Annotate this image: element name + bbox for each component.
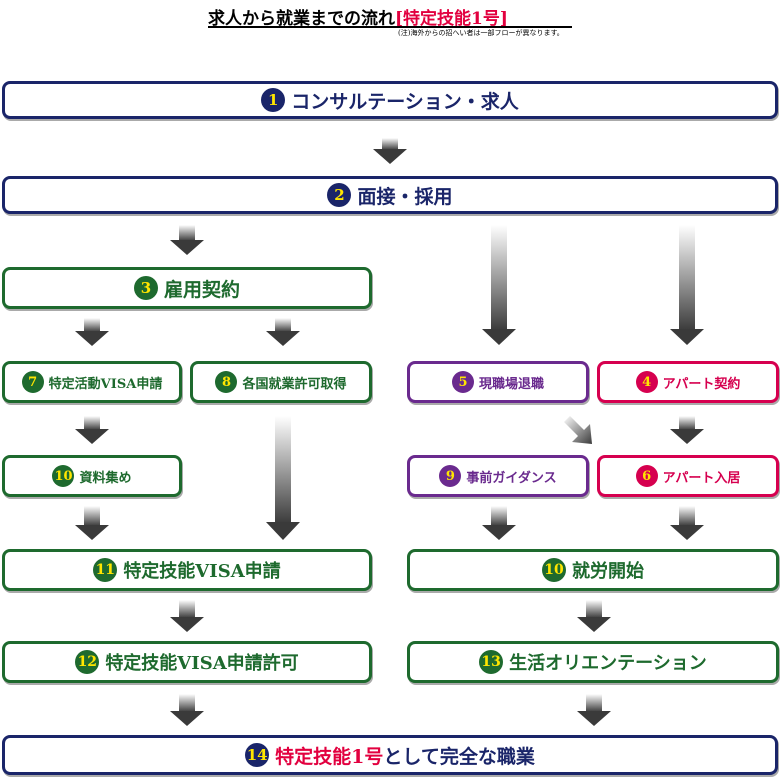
down-arrow-long	[266, 416, 300, 540]
step-10-document-collection: 10 資料集め	[2, 455, 182, 497]
down-arrow	[170, 225, 204, 255]
step-label: 現職場退職	[478, 376, 544, 392]
page-title: 求人から就業までの流れ[特定技能1号]	[208, 4, 568, 29]
step-6-apartment-move-in: 6 アパート入居	[597, 455, 779, 497]
step-number-badge: 3	[133, 276, 158, 300]
title-note: (注)海外からの招へい者は一部フローが異なります。	[398, 29, 564, 37]
title-main: 求人から就業までの流れ	[208, 9, 395, 29]
title-underline	[208, 26, 572, 28]
step-label: 資料集め	[79, 470, 132, 486]
step-9-pre-guidance: 9 事前ガイダンス	[407, 455, 589, 497]
step-12-visa-approval: 12 特定技能VISA申請許可	[2, 641, 372, 683]
down-arrow-long	[670, 225, 704, 345]
step-2-interview: 2 面接・採用	[2, 176, 778, 214]
step-number-badge: 13	[479, 650, 504, 674]
diagonal-arrow	[564, 416, 592, 444]
step-1-consultation: 1 コンサルテーション・求人	[2, 81, 778, 119]
step-number-badge: 8	[215, 371, 238, 393]
step-label: 生活オリエンテーション	[509, 653, 707, 674]
step-label: アパート契約	[662, 376, 741, 392]
down-arrow	[75, 318, 109, 346]
down-arrow-long	[482, 225, 516, 345]
down-arrow	[170, 694, 204, 726]
title-highlight: [特定技能1号]	[395, 9, 508, 29]
down-arrow	[75, 416, 109, 444]
down-arrow	[577, 600, 611, 632]
step-number-badge: 10	[542, 558, 566, 582]
down-arrow	[482, 506, 516, 540]
step-8-work-permit: 8 各国就業許可取得	[190, 361, 372, 403]
step-10-start-work: 10 就労開始	[407, 549, 779, 591]
down-arrow	[170, 600, 204, 632]
step-label: 雇用契約	[163, 278, 240, 301]
step-label: 特定活動VISA申請	[48, 376, 163, 392]
step-number-badge: 5	[451, 371, 474, 393]
down-arrow	[670, 416, 704, 444]
step-label: アパート入居	[662, 470, 741, 486]
step-number-badge: 10	[52, 465, 75, 487]
down-arrow	[577, 694, 611, 726]
down-arrow	[75, 506, 109, 540]
step-number-badge: 2	[327, 183, 352, 207]
step-3-employment-contract: 3 雇用契約	[2, 267, 372, 309]
step-11-visa-application: 11 特定技能VISA申請	[2, 549, 372, 591]
step-13-life-orientation: 13 生活オリエンテーション	[407, 641, 779, 683]
step-number-badge: 12	[75, 650, 100, 674]
step-label: 面接・採用	[357, 185, 453, 208]
down-arrow	[670, 506, 704, 540]
step-number-badge: 11	[93, 558, 118, 582]
step-label: 事前ガイダンス	[466, 470, 557, 486]
step-number-badge: 7	[21, 371, 44, 393]
step-label: コンサルテーション・求人	[291, 90, 519, 113]
step-number-badge: 6	[635, 465, 658, 487]
step-label: 特定技能VISA申請許可	[105, 653, 299, 674]
step-label: 就労開始	[572, 561, 644, 582]
step-7-visa-application: 7 特定活動VISA申請	[2, 361, 182, 403]
step-number-badge: 14	[245, 743, 270, 767]
step-label-highlight: 特定技能1号	[275, 745, 384, 768]
down-arrow	[266, 318, 300, 346]
step-label: 各国就業許可取得	[242, 376, 347, 392]
step-label: 特定技能VISA申請	[123, 561, 281, 582]
step-number-badge: 4	[635, 371, 658, 393]
step-number-badge: 1	[261, 88, 286, 112]
step-5-resignation: 5 現職場退職	[407, 361, 589, 403]
step-label: として完全な職業	[383, 745, 535, 768]
step-number-badge: 9	[439, 465, 462, 487]
step-14-full-employment: 14 特定技能1号として完全な職業	[2, 735, 778, 775]
step-4-apartment-contract: 4 アパート契約	[597, 361, 779, 403]
down-arrow	[373, 138, 407, 164]
